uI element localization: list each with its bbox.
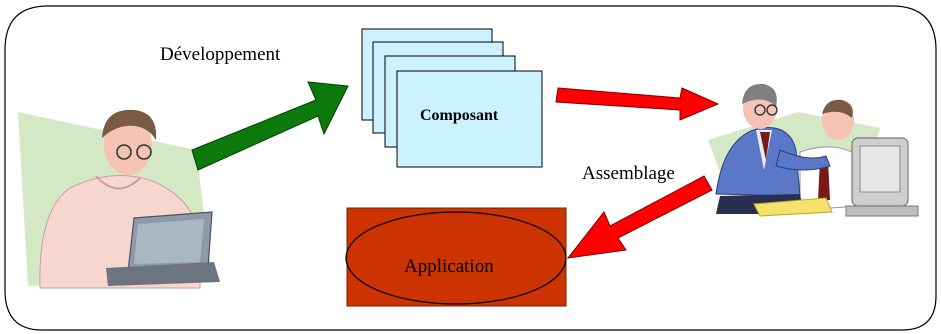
developer-icon	[18, 109, 220, 289]
assemblers-icon	[708, 83, 919, 217]
application-ellipse	[345, 211, 567, 305]
assembly-label: Assemblage	[582, 163, 675, 184]
component-stack	[361, 28, 543, 168]
development-label: Développement	[160, 44, 281, 65]
component-label: Composant	[420, 107, 499, 124]
application-label: Application	[404, 256, 494, 277]
application-block	[345, 207, 567, 307]
development-arrow	[191, 81, 349, 171]
rounded-frame	[4, 5, 937, 331]
to-application-arrow	[566, 175, 713, 259]
component-card	[396, 70, 543, 168]
to-assembly-arrow	[555, 87, 720, 121]
